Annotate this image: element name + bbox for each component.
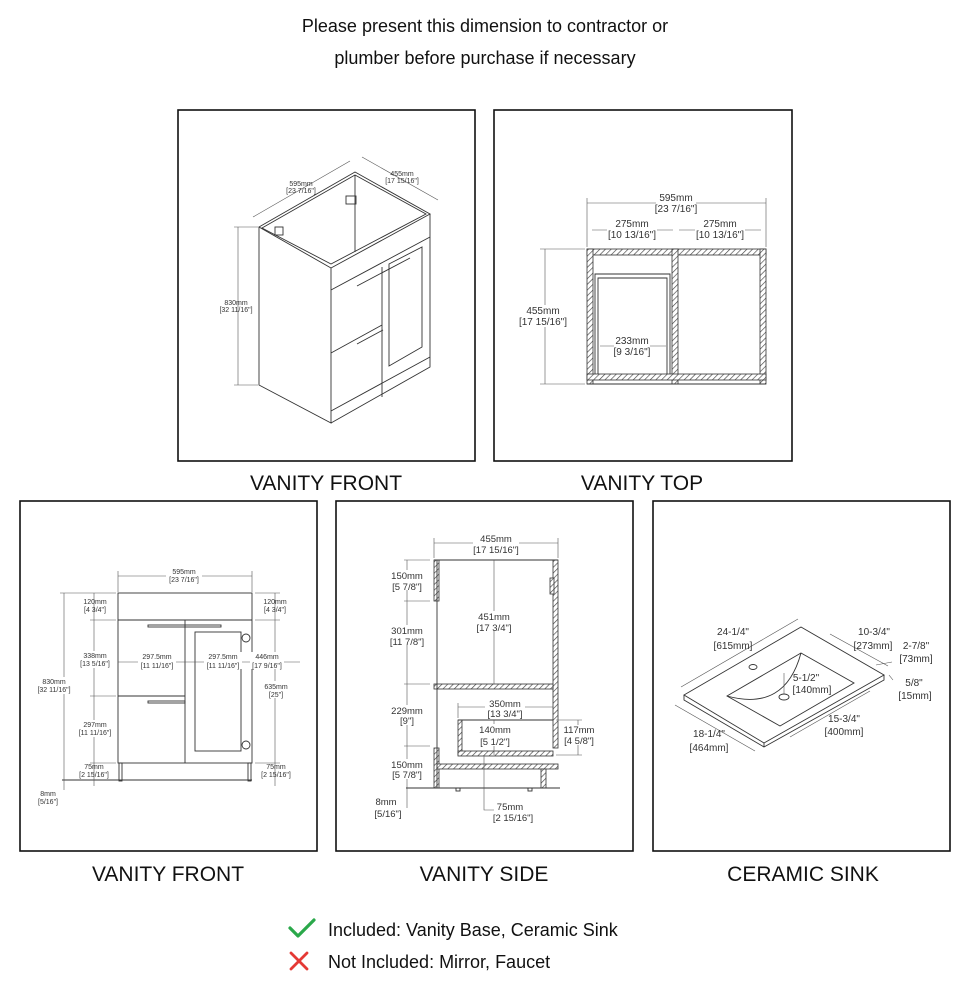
dim-leg-left-mm: 75mm: [84, 764, 104, 771]
legend: Included: Vanity Base, Ceramic Sink Not …: [288, 918, 619, 972]
dim-door-width-mm: 297.5mm: [208, 654, 237, 661]
dim-top-right-in: [4 3/4"]: [264, 607, 286, 614]
dim-top-rail-mm: 150mm: [391, 571, 423, 582]
dim-drawer-width-in: [11 11/16"]: [141, 663, 174, 670]
dim-inner-depth-in: [17 3/4"]: [476, 623, 511, 634]
check-icon: [288, 918, 316, 938]
dim-length-in: 24-1/4": [717, 627, 749, 638]
dim-thickness-in: 5/8": [905, 678, 923, 689]
dim-base-mm: 150mm: [391, 760, 423, 771]
dim-edge-in: 2-7/8": [903, 641, 930, 652]
sink-iso-drawing: [674, 618, 894, 752]
dim-top-right-mm: 120mm: [263, 599, 287, 606]
dim-height-mm: 830mm: [224, 300, 248, 307]
dim-drawer2-in: [11 11/16"]: [79, 730, 112, 737]
dim-drawer-depth-mm: 350mm: [489, 699, 521, 710]
dim-upper-in: [11 7/8"]: [390, 637, 424, 648]
panel-vanity-front-iso: 595mm [23 7/16"] 455mm [17 15/16"] 830mm…: [177, 109, 476, 462]
dim-drawer-height-mm: 140mm: [479, 725, 511, 736]
dim-basin-length-mm: [400mm]: [825, 727, 864, 738]
dim-width-mm: [464mm]: [690, 743, 729, 754]
panel-title-vanity-top: VANITY TOP: [581, 472, 703, 495]
panel-vanity-front: 595mm [23 7/16"] 120mm [4 3/4"] 120mm [4…: [19, 500, 318, 852]
panel-vanity-top: 595mm [23 7/16"] 275mm [10 13/16"] 275mm…: [493, 109, 793, 462]
dim-height-in: [32 11/16"]: [37, 687, 70, 694]
dim-door-height-in: [25"]: [269, 692, 283, 699]
header-line-2: plumber before purchase if necessary: [334, 48, 635, 68]
dim-lower-in: [9"]: [400, 716, 414, 727]
dim-foot-in: [5/16"]: [374, 809, 401, 820]
dim-drawer2-mm: 297mm: [83, 722, 107, 729]
cabinet-top-drawing: [540, 198, 767, 385]
dim-basin-width-mm: [273mm]: [854, 641, 893, 652]
panel-ceramic-sink: 24-1/4" [615mm] 10-3/4" [273mm] 2-7/8" […: [652, 500, 951, 852]
dim-width-mm: 595mm: [172, 569, 196, 576]
dim-depth-in: [17 15/16"]: [519, 317, 567, 328]
dim-depth-in: [17 15/16"]: [385, 178, 419, 185]
panel-title-vanity-front: VANITY FRONT: [92, 863, 244, 886]
dim-top-rail-in: [5 7/8"]: [392, 582, 422, 593]
included-text: Included: Vanity Base, Ceramic Sink: [328, 920, 619, 940]
dim-right-in: [10 13/16"]: [696, 230, 744, 241]
dim-drawer-in: [9 3/16"]: [614, 347, 651, 358]
dim-drawer-width-mm: 297.5mm: [142, 654, 171, 661]
dim-leg-left-in: [2 15/16"]: [79, 772, 109, 779]
dim-height-mm: 830mm: [42, 679, 66, 686]
dim-base-in: [5 7/8"]: [392, 770, 422, 781]
header-line-1: Please present this dimension to contrac…: [302, 16, 668, 36]
dim-basin-width-in: 10-3/4": [858, 627, 890, 638]
dim-leg-right-mm: 75mm: [266, 764, 286, 771]
dim-door-height-mm: 635mm: [264, 684, 288, 691]
dim-height-in: [32 11/16"]: [219, 307, 252, 314]
dim-width-in: [23 7/16"]: [655, 204, 698, 215]
dim-edge-mm: [73mm]: [899, 654, 933, 665]
dim-lower-mm: 229mm: [391, 706, 423, 717]
dim-width-in: [23 7/16"]: [286, 188, 316, 195]
dim-width-in: 18-1/4": [693, 729, 725, 740]
dim-top-left-mm: 120mm: [83, 599, 107, 606]
dim-depth-mm: 455mm: [390, 171, 414, 178]
dim-basin-depth-in: 5-1/2": [793, 673, 820, 684]
dim-drawer-height-in: [5 1/2"]: [480, 737, 510, 748]
dim-width-mm: 455mm: [480, 534, 512, 545]
cabinet-iso-drawing: [234, 156, 439, 424]
dim-length-mm: [615mm]: [714, 641, 753, 652]
dim-width-in: [23 7/16"]: [169, 577, 199, 584]
dim-thickness-mm: [15mm]: [898, 691, 932, 702]
dim-foot-mm: 8mm: [40, 791, 56, 798]
dim-width-in: [17 15/16"]: [473, 545, 519, 556]
dim-basin-depth-mm: [140mm]: [793, 685, 832, 696]
dim-box-mm: 117mm: [564, 725, 595, 736]
not-included-text: Not Included: Mirror, Faucet: [328, 952, 550, 972]
dim-drawer-mm: 233mm: [615, 336, 648, 347]
panel-title-ceramic-sink: CERAMIC SINK: [727, 863, 879, 886]
dim-left-in: [10 13/16"]: [608, 230, 656, 241]
dim-depth-mm: 455mm: [526, 306, 559, 317]
dim-foot-in: [5/16"]: [38, 799, 58, 806]
dim-drawer-depth-in: [13 3/4"]: [487, 709, 522, 720]
dim-door-in: [17 9/16"]: [252, 663, 282, 670]
dim-drawer1-in: [13 5/16"]: [80, 661, 110, 668]
cabinet-side-drawing: [404, 538, 582, 811]
panel-title-vanity-front-iso: VANITY FRONT: [250, 472, 402, 495]
dim-drawer1-mm: 338mm: [83, 653, 107, 660]
cross-icon: [289, 951, 309, 971]
panel-title-vanity-side: VANITY SIDE: [420, 863, 549, 886]
dim-upper-mm: 301mm: [391, 626, 423, 637]
dim-door-mm: 446mm: [255, 654, 279, 661]
dim-basin-length-in: 15-3/4": [828, 714, 860, 725]
dim-inner-depth-mm: 451mm: [478, 612, 510, 623]
dim-leg-right-in: [2 15/16"]: [261, 772, 291, 779]
dim-width-mm: 595mm: [289, 181, 313, 188]
dim-box-in: [4 5/8"]: [564, 736, 594, 747]
dim-width-mm: 595mm: [659, 193, 692, 204]
dim-left-mm: 275mm: [615, 219, 648, 230]
dim-door-width-in: [11 11/16"]: [207, 663, 240, 670]
dim-foot-mm: 8mm: [375, 797, 396, 808]
dim-right-mm: 275mm: [703, 219, 736, 230]
dim-top-left-in: [4 3/4"]: [84, 607, 106, 614]
dim-leg-mm: 75mm: [497, 802, 523, 813]
dim-leg-in: [2 15/16"]: [493, 813, 533, 824]
panel-vanity-side: 455mm [17 15/16"] 150mm [5 7/8"] 451mm […: [335, 500, 634, 852]
